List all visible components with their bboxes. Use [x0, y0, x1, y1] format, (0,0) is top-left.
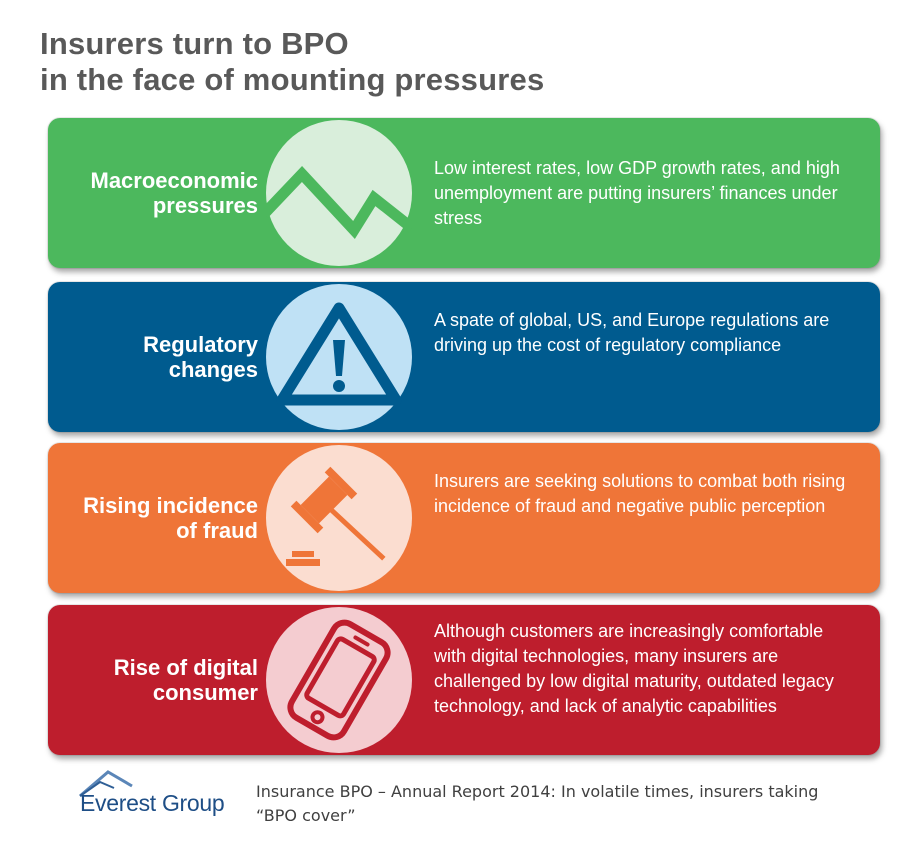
declining-line-chart-icon: [266, 120, 412, 266]
panel-fraud-title: Rising incidence of fraud: [83, 493, 258, 543]
panel-macroeconomic: Macroeconomic pressures Low interest rat…: [48, 118, 880, 268]
panel-fraud-description: Insurers are seeking solutions to combat…: [434, 471, 846, 516]
panel-macroeconomic-title: Macroeconomic pressures: [90, 168, 259, 218]
panel-macroeconomic-description: Low interest rates, low GDP growth rates…: [434, 158, 840, 228]
panel-fraud: Rising incidence of fraud Insurers are s…: [48, 443, 880, 593]
panel-digital-consumer: Rise of digital consumer Although custom…: [48, 605, 880, 755]
everest-group-logo: Everest Group: [74, 768, 249, 822]
warning-triangle-icon: [266, 284, 412, 430]
panel-regulatory-description: A spate of global, US, and Europe regula…: [434, 310, 830, 355]
source-citation: Insurance BPO – Annual Report 2014: In v…: [256, 782, 819, 825]
title-line-1: Insurers turn to BPO: [40, 26, 349, 61]
panel-regulatory: Regulatory changes A spate of global, US…: [48, 282, 880, 432]
logo-text: Everest Group: [80, 790, 225, 816]
title-line-2: in the face of mounting pressures: [40, 62, 545, 97]
panel-regulatory-title: Regulatory changes: [143, 332, 258, 382]
panel-digital-consumer-description: Although customers are increasingly comf…: [434, 621, 834, 716]
panel-digital-consumer-title: Rise of digital consumer: [113, 655, 258, 705]
smartphone-icon: [266, 607, 412, 753]
page-title: Insurers turn to BPO in the face of moun…: [40, 26, 544, 98]
gavel-icon: [266, 445, 412, 591]
